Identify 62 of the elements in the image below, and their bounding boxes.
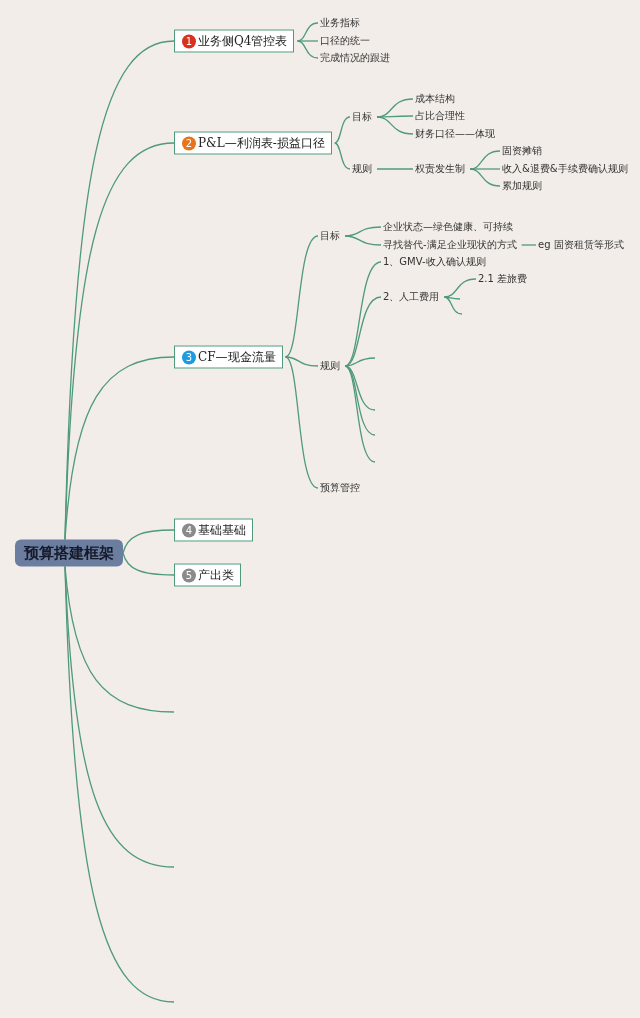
branch-line xyxy=(334,142,351,170)
subtopic-text: 目标 xyxy=(350,110,374,124)
branch-line xyxy=(296,40,319,59)
subtopic-text: 收入&退费&手续费确认规则 xyxy=(500,162,630,176)
subtopic-text: 业务指标 xyxy=(318,16,362,30)
number-badge: 2 xyxy=(182,136,196,150)
branch-line xyxy=(284,356,319,489)
subtopic-text: 2、人工费用 xyxy=(381,290,442,304)
branch-line xyxy=(376,116,414,135)
branch-line xyxy=(344,226,382,237)
subtopic-text: 寻找替代-满足企业现状的方式 xyxy=(381,238,519,252)
branch-line xyxy=(284,235,319,358)
number-badge: 4 xyxy=(182,523,196,537)
topic-box xyxy=(174,29,295,53)
subtopic-text: 目标 xyxy=(318,229,342,243)
branch-line xyxy=(122,529,175,554)
subtopic-text: 口径的统一 xyxy=(318,34,372,48)
topic-box xyxy=(174,563,241,587)
branch-line xyxy=(469,168,501,187)
branch-line xyxy=(469,168,501,170)
branch-line xyxy=(122,552,175,576)
subtopic-text: 权责发生制 xyxy=(413,162,467,176)
branch-line xyxy=(344,235,382,246)
branch-line xyxy=(344,365,376,436)
topic-title: 产出类 xyxy=(198,566,234,584)
subtopic-text: eg 固资租赁等形式 xyxy=(536,238,626,252)
branch-line xyxy=(64,356,175,541)
branch-line xyxy=(344,357,376,367)
number-badge: 5 xyxy=(182,568,196,582)
subtopic-text: 成本结构 xyxy=(413,92,457,106)
subtopic-text: 占比合理性 xyxy=(413,109,467,123)
branch-line xyxy=(376,168,414,170)
subtopic-text: 规则 xyxy=(350,162,374,176)
branch-line xyxy=(284,356,319,367)
branch-line xyxy=(334,116,351,144)
branch-line xyxy=(443,296,461,300)
branch-line xyxy=(376,115,414,118)
topic-box xyxy=(174,131,332,155)
subtopic-text: 固资摊销 xyxy=(500,144,544,158)
topic-box xyxy=(174,345,283,369)
subtopic-text: 财务口径——体现 xyxy=(413,127,497,141)
subtopic-text: 完成情况的跟进 xyxy=(318,51,392,65)
subtopic-text: 规则 xyxy=(318,359,342,373)
topic-title: CF—现金流量 xyxy=(198,348,276,366)
subtopic-text: 预算管控 xyxy=(318,481,362,495)
subtopic-text: 1、GMV-收入确认规则 xyxy=(381,255,488,269)
subtopic-text: 2.1 差旅费 xyxy=(476,272,530,286)
branch-line xyxy=(64,565,175,1003)
number-badge: 1 xyxy=(182,34,196,48)
subtopic-text: 累加规则 xyxy=(500,179,544,193)
branch-line xyxy=(296,40,319,42)
topic-title: 业务侧Q4管控表 xyxy=(198,32,288,50)
topic-title: P&L—利润表-损益口径 xyxy=(198,134,325,152)
number-badge: 3 xyxy=(182,350,196,364)
branch-line xyxy=(344,261,382,367)
topic-box xyxy=(174,518,253,542)
branch-line xyxy=(443,296,463,315)
subtopic-text: 企业状态—绿色健康、可持续 xyxy=(381,220,515,234)
branch-line xyxy=(520,244,537,246)
topic-title: 基础基础 xyxy=(198,521,246,539)
central-topic: 预算搭建框架 xyxy=(15,539,123,567)
branch-line xyxy=(344,365,376,463)
